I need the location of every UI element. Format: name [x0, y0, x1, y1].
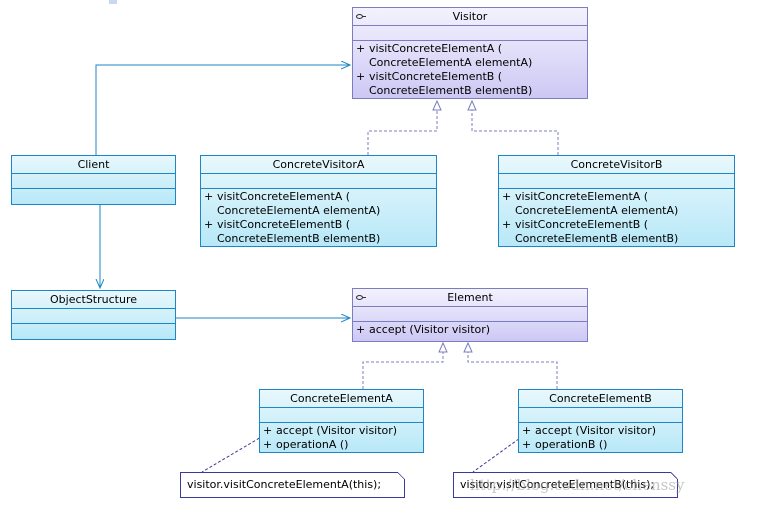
class-name: ConcreteVisitorB — [499, 156, 734, 174]
operation-text: operationB () — [535, 438, 608, 451]
operation: +visitConcreteElementA ( ConcreteElement… — [204, 190, 436, 218]
class-name: ObjectStructure — [12, 291, 175, 309]
realize-elementa-element — [362, 343, 444, 389]
operation-text: visitConcreteElementB ( ConcreteElementB… — [217, 218, 381, 245]
attributes-compartment — [12, 174, 175, 189]
operation-text: accept (Visitor visitor) — [369, 323, 491, 336]
operation: +visitConcreteElementB ( ConcreteElement… — [204, 218, 436, 246]
operation-text: visitConcreteElementA ( ConcreteElementA… — [515, 190, 679, 217]
operations-compartment: +visitConcreteElementA ( ConcreteElement… — [201, 189, 436, 246]
realize-visitorb-arrowhead — [467, 99, 477, 111]
class-name-text: Element — [447, 291, 493, 304]
operations-compartment: +accept (Visitor visitor) +operationB () — [519, 423, 682, 452]
class-name: Client — [12, 156, 175, 174]
operation-text: visitConcreteElementA ( ConcreteElementA… — [217, 190, 381, 217]
class-object-structure: ObjectStructure — [11, 290, 176, 340]
operation-text: accept (Visitor visitor) — [535, 424, 657, 437]
operation: +operationB () — [522, 438, 682, 452]
interface-icon — [356, 295, 366, 300]
class-name: ConcreteElementB — [519, 390, 682, 408]
visibility-marker: + — [204, 218, 214, 231]
visibility-marker: + — [204, 190, 214, 203]
class-name: ConcreteElementA — [260, 390, 423, 408]
assoc-client-visitor — [95, 65, 350, 156]
visibility-marker: + — [502, 190, 512, 203]
operation-text: visitConcreteElementA ( ConcreteElementA… — [369, 42, 533, 69]
attributes-compartment — [353, 307, 587, 322]
class-concrete-visitor-b: ConcreteVisitorB +visitConcreteElementA … — [498, 155, 735, 247]
operations-compartment: +visitConcreteElementA ( ConcreteElement… — [353, 41, 587, 98]
operation: +accept (Visitor visitor) — [356, 323, 587, 337]
attributes-compartment — [260, 408, 423, 423]
class-element: Element +accept (Visitor visitor) — [352, 288, 588, 342]
operation-text: accept (Visitor visitor) — [276, 424, 398, 437]
note-fold-corner — [671, 472, 678, 479]
realize-visitora-arrowhead — [432, 99, 442, 111]
realize-visitorb-visitor — [471, 101, 559, 155]
operation: +operationA () — [263, 438, 423, 452]
operation-text: visitConcreteElementB ( ConcreteElementB… — [369, 70, 533, 97]
attributes-compartment — [201, 174, 436, 189]
note-concrete-element-a: visitor.visitConcreteElementA(this); — [180, 472, 405, 498]
visibility-marker: + — [356, 323, 366, 336]
attributes-compartment — [499, 174, 734, 189]
note-text: visitor.visitConcreteElementB(this); — [460, 478, 655, 491]
class-client: Client — [11, 155, 176, 205]
visibility-marker: + — [356, 70, 366, 83]
operation: +accept (Visitor visitor) — [263, 424, 423, 438]
visibility-marker: + — [356, 42, 366, 55]
note-concrete-element-b: visitor.visitConcreteElementB(this); — [453, 472, 678, 498]
class-name: Element — [353, 289, 587, 307]
visibility-marker: + — [263, 438, 273, 451]
operations-compartment — [12, 189, 175, 205]
class-visitor: Visitor +visitConcreteElementA ( Concret… — [352, 7, 588, 99]
watermark: http://blog.csdn.net/chenssy — [470, 476, 685, 494]
realize-elementb-arrowhead — [463, 341, 473, 353]
attributes-compartment — [353, 26, 587, 41]
interface-icon — [356, 14, 366, 19]
operation-text: operationA () — [276, 438, 349, 451]
attributes-compartment — [519, 408, 682, 423]
note-text: visitor.visitConcreteElementA(this); — [187, 478, 382, 491]
class-name-text: Visitor — [452, 10, 488, 23]
class-concrete-element-a: ConcreteElementA +accept (Visitor visito… — [259, 389, 424, 453]
operation-text: visitConcreteElementB ( ConcreteElementB… — [515, 218, 679, 245]
realize-elementa-arrowhead — [438, 341, 448, 353]
operation: +visitConcreteElementA ( ConcreteElement… — [356, 42, 587, 70]
operations-compartment — [12, 324, 175, 340]
realize-elementb-element — [467, 343, 558, 389]
operation: +visitConcreteElementB ( ConcreteElement… — [502, 218, 734, 246]
class-name: ConcreteVisitorA — [201, 156, 436, 174]
operation: +visitConcreteElementA ( ConcreteElement… — [502, 190, 734, 218]
operations-compartment: +accept (Visitor visitor) — [353, 322, 587, 337]
class-concrete-element-b: ConcreteElementB +accept (Visitor visito… — [518, 389, 683, 453]
realize-visitora-visitor — [367, 101, 438, 155]
note-link-a — [201, 432, 269, 473]
corner-marker — [109, 0, 117, 4]
operations-compartment: +accept (Visitor visitor) +operationA () — [260, 423, 423, 452]
visibility-marker: + — [522, 438, 532, 451]
class-concrete-visitor-a: ConcreteVisitorA +visitConcreteElementA … — [200, 155, 437, 247]
visibility-marker: + — [522, 424, 532, 437]
class-name: Visitor — [353, 8, 587, 26]
note-fold-corner — [398, 472, 405, 479]
visibility-marker: + — [263, 424, 273, 437]
attributes-compartment — [12, 309, 175, 324]
operations-compartment: +visitConcreteElementA ( ConcreteElement… — [499, 189, 734, 246]
visibility-marker: + — [502, 218, 512, 231]
operation: +visitConcreteElementB ( ConcreteElement… — [356, 70, 587, 98]
operation: +accept (Visitor visitor) — [522, 424, 682, 438]
